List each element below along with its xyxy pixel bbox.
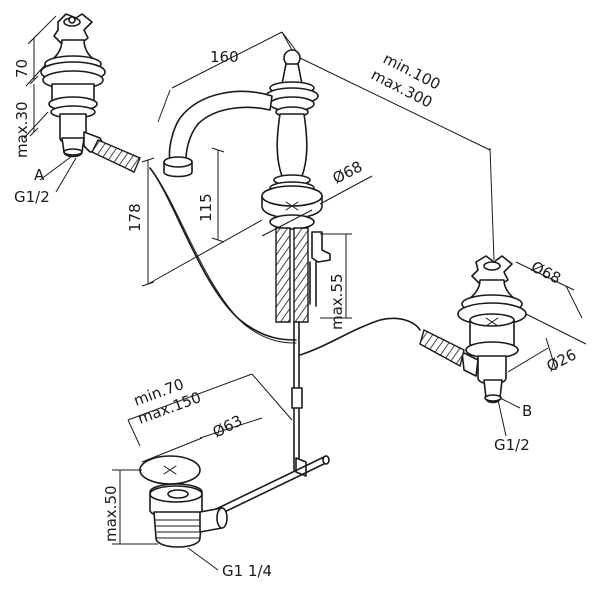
dim-total-height: 178 bbox=[126, 203, 144, 232]
waste-drain bbox=[139, 455, 330, 548]
dim-shank-max: max.55 bbox=[328, 273, 346, 330]
dim-handle-height: 70 bbox=[13, 59, 31, 78]
right-handle-valve bbox=[419, 255, 527, 404]
center-dims: 160 min.100 max.300 115 178 Ø68 max.55 bbox=[126, 31, 495, 330]
label-connection-a: A bbox=[34, 166, 45, 184]
waste-dims: min.70 max.150 Ø63 max.50 G1 1/4 bbox=[102, 373, 293, 580]
right-handle-dims: Ø68 Ø26 B G1/2 bbox=[494, 258, 587, 454]
dim-spout-reach: 160 bbox=[210, 48, 239, 66]
dim-deck-max-left: max.30 bbox=[13, 101, 31, 158]
label-thread-left: G1/2 bbox=[14, 188, 50, 206]
dim-mixer-base-dia: Ø68 bbox=[330, 157, 366, 187]
dim-waste-height: max.50 bbox=[102, 485, 120, 542]
dim-shank-dia: Ø26 bbox=[544, 345, 580, 375]
label-waste-thread: G1 1/4 bbox=[222, 562, 272, 580]
hose-right bbox=[299, 317, 421, 356]
label-thread-right: G1/2 bbox=[494, 436, 530, 454]
hose-left bbox=[149, 167, 297, 341]
label-connection-b: B bbox=[522, 402, 532, 420]
center-spout-mixer bbox=[163, 49, 331, 471]
left-handle-dims: 70 max.30 A G1/2 bbox=[13, 15, 77, 206]
dim-spout-height: 115 bbox=[197, 193, 215, 222]
hose-left-inner bbox=[152, 171, 297, 344]
left-handle-valve bbox=[40, 13, 141, 173]
dim-waste-dia: Ø63 bbox=[210, 411, 246, 441]
